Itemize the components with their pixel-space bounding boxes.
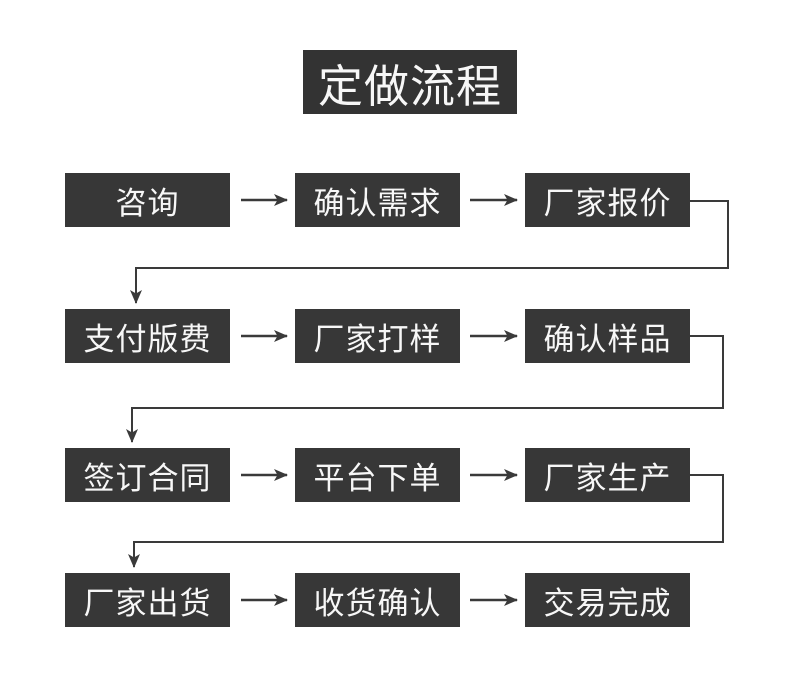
step-pay-plate-fee: 支付版费: [65, 309, 230, 363]
flowchart-title: 定做流程: [303, 50, 517, 114]
step-factory-quote: 厂家报价: [525, 173, 690, 227]
step-platform-order: 平台下单: [295, 448, 460, 502]
step-consult: 咨询: [65, 173, 230, 227]
step-transaction-complete: 交易完成: [525, 573, 690, 627]
step-confirm-requirements: 确认需求: [295, 173, 460, 227]
step-factory-sampling: 厂家打样: [295, 309, 460, 363]
step-confirm-sample: 确认样品: [525, 309, 690, 363]
step-sign-contract: 签订合同: [65, 448, 230, 502]
step-factory-production: 厂家生产: [525, 448, 690, 502]
step-factory-shipping: 厂家出货: [65, 573, 230, 627]
step-receipt-confirmation: 收货确认: [295, 573, 460, 627]
